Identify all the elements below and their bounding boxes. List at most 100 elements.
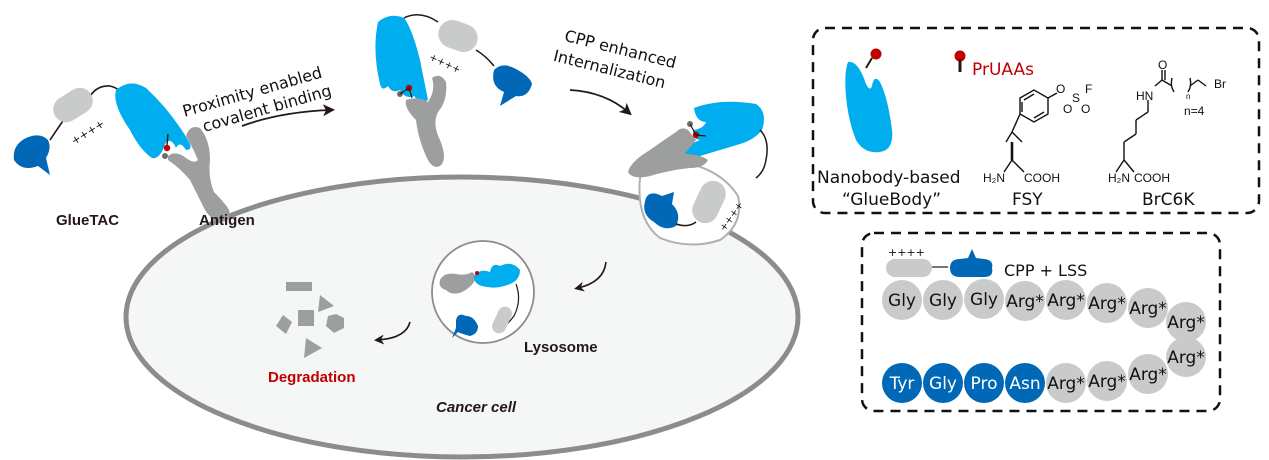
residue-bead xyxy=(964,363,1004,403)
residue-label: Arg* xyxy=(1129,299,1167,319)
residue-bead xyxy=(1128,354,1168,394)
residue-label: Arg* xyxy=(1167,348,1205,368)
residue-bead xyxy=(1087,361,1127,401)
residue-label: Arg* xyxy=(1167,313,1205,333)
fragment xyxy=(276,315,292,334)
antigen-receptor xyxy=(168,127,230,222)
residue-bead xyxy=(1166,337,1206,377)
residue-bead xyxy=(923,280,963,320)
residue-label: Pro xyxy=(971,374,998,394)
residue-label: Arg* xyxy=(1006,292,1044,312)
lss-domain xyxy=(644,192,679,229)
fsy-f: F xyxy=(1085,82,1092,96)
fragment xyxy=(298,310,314,326)
cpp-domain xyxy=(492,306,512,334)
residue-bead xyxy=(1046,363,1086,403)
residue-label: Arg* xyxy=(1047,374,1085,394)
fsy-amine: H₂N xyxy=(983,171,1005,185)
gluetac-label: GlueTAC xyxy=(56,212,119,229)
brc6k-structure xyxy=(1115,70,1207,173)
pruaa-pin-stem xyxy=(958,60,962,72)
lysosome xyxy=(431,240,535,344)
antigen-fragment xyxy=(439,272,476,294)
nanobody-label-line1: Nanobody-based xyxy=(817,168,961,188)
covalent-bond xyxy=(689,123,707,137)
antigen-label: Antigen xyxy=(199,212,255,229)
lss-domain xyxy=(13,135,50,175)
lss-icon xyxy=(950,249,993,277)
linker xyxy=(403,14,439,23)
cpp-domain xyxy=(53,87,93,123)
brc6k-amine: H₂N xyxy=(1108,171,1130,185)
residue-bead xyxy=(964,279,1004,319)
nanobody xyxy=(375,15,428,102)
lysosome-label: Lysosome xyxy=(524,339,598,356)
fsy-name: FSY xyxy=(1012,190,1043,210)
antigen-receptor xyxy=(405,75,447,167)
linker xyxy=(475,49,495,67)
charge-marks: ++++ xyxy=(888,246,925,259)
fragment xyxy=(318,295,334,312)
residue-bead xyxy=(1128,288,1168,328)
uaa-linker xyxy=(166,133,169,146)
brc6k-acid: COOH xyxy=(1134,171,1170,185)
fsy-s: S xyxy=(1072,91,1080,105)
covalent-bond xyxy=(399,87,413,99)
residue-label: Arg* xyxy=(1088,372,1126,392)
residue-label: Arg* xyxy=(1129,365,1167,385)
fsy-bond xyxy=(1011,159,1025,173)
residue-label: Asn xyxy=(1009,374,1040,394)
step2-arrow xyxy=(569,89,632,116)
brc6k-n-subscript: n xyxy=(1186,92,1190,101)
fsy-o2: O xyxy=(1063,102,1072,116)
residue-bead xyxy=(1046,280,1086,320)
nanobody-label-line2: “GlueBody” xyxy=(842,190,941,210)
fsy-acid: COOH xyxy=(1024,171,1060,185)
nanobody xyxy=(115,83,191,159)
residue-bead xyxy=(882,280,922,320)
cancer-cell-label: Cancer cell xyxy=(436,399,517,416)
gluetac-molecule-free: ++++ xyxy=(13,83,191,175)
residue-label: Arg* xyxy=(1047,291,1085,311)
lss-domain xyxy=(493,65,532,106)
charge-marks: ++++ xyxy=(427,52,462,76)
lysosome-entry-arrow xyxy=(574,261,607,292)
linker xyxy=(755,129,768,179)
residue-label: Gly xyxy=(929,374,957,394)
nanobody xyxy=(474,263,520,288)
uaa-icon xyxy=(870,48,882,60)
antigen-site xyxy=(162,153,168,159)
residue-label: Arg* xyxy=(1088,294,1126,314)
uaa-residue xyxy=(163,144,171,152)
brc6k-br: Br xyxy=(1214,77,1226,91)
fsy-structure xyxy=(1005,89,1058,143)
residue-bead xyxy=(1005,363,1045,403)
cpp-domain xyxy=(438,19,478,53)
brc6k-n-value: n=4 xyxy=(1184,104,1205,118)
fsy-bond xyxy=(1003,159,1013,173)
antigen-surface xyxy=(168,127,230,222)
fsy-o3: O xyxy=(1081,102,1090,116)
degraded-fragments xyxy=(276,282,344,358)
pruaa-pin-icon xyxy=(954,50,966,62)
gluetac-bound: ++++ xyxy=(375,14,532,167)
legend-gluebody: Nanobody-based “GlueBody” PrUAAs O S F O… xyxy=(811,26,1261,215)
residue-label: Tyr xyxy=(889,374,915,394)
nanobody xyxy=(682,101,764,157)
pruaa-label: PrUAAs xyxy=(972,60,1034,80)
residue-bead xyxy=(1087,283,1127,323)
linker xyxy=(87,85,121,101)
residue-bead xyxy=(1166,302,1206,342)
step1-arrow xyxy=(241,104,335,127)
residue-label: Gly xyxy=(929,291,957,311)
cpp-lss-label: CPP + LSS xyxy=(1004,261,1087,280)
fragment xyxy=(286,282,312,291)
antigen-receptor xyxy=(628,128,708,178)
fragment xyxy=(304,338,322,358)
uaa-residue xyxy=(475,271,479,275)
degradation-arrow xyxy=(374,321,411,345)
cpp-icon xyxy=(886,259,932,277)
